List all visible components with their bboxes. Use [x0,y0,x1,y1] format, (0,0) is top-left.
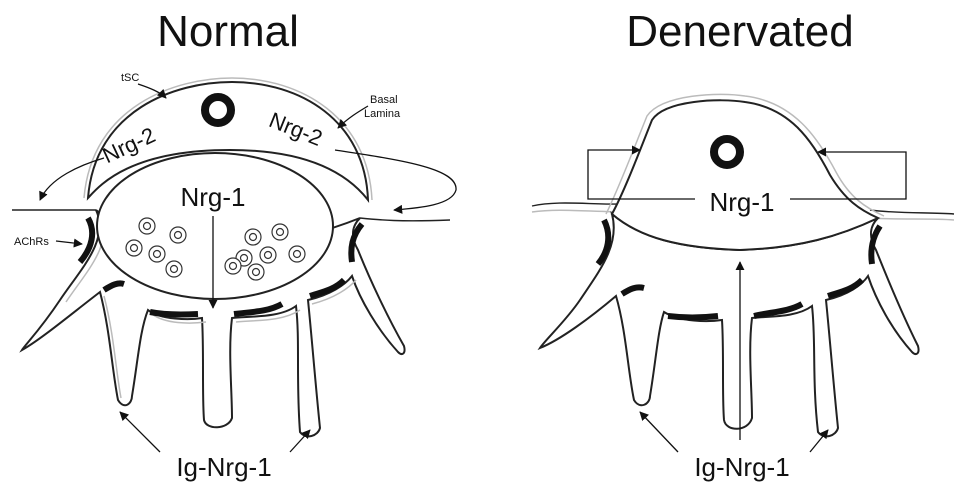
normal-ig-nrg1-label: Ig-Nrg-1 [176,452,271,482]
denervated-panel: Denervated Nrg-1 Ig-Nrg-1 [532,7,954,482]
normal-tsc-label: tSC [121,72,139,84]
vesicle [126,240,142,256]
vesicle [248,264,264,280]
denervated-title: Denervated [626,7,853,56]
denervated-nrg1-label: Nrg-1 [709,187,774,217]
denervated-ig-nrg1-arrow-left [640,412,678,452]
vesicle [260,247,276,263]
normal-panel: Normal [12,7,456,482]
normal-achrs-label: AChRs [14,236,49,248]
denervated-achr-band-3 [668,316,718,318]
normal-nrg1-label: Nrg-1 [180,182,245,212]
normal-title: Normal [157,7,299,56]
denervated-ig-nrg1-label: Ig-Nrg-1 [694,452,789,482]
normal-ig-nrg1-arrow-left [120,412,160,452]
vesicle [225,258,241,274]
vesicle [289,246,305,262]
normal-basal-label: Basal [370,94,398,106]
vesicle [139,218,155,234]
vesicle [245,229,261,245]
vesicle [149,246,165,262]
vesicle [272,224,288,240]
vesicle [166,261,182,277]
normal-lamina-label: Lamina [364,108,401,120]
normal-muscle-surface-right [360,218,450,221]
normal-achrs-arrow [56,241,82,244]
vesicle [170,227,186,243]
normal-nerve-terminal [97,153,333,299]
denervated-muscle-surface-right [870,210,954,214]
normal-achr-band-3 [150,312,198,315]
